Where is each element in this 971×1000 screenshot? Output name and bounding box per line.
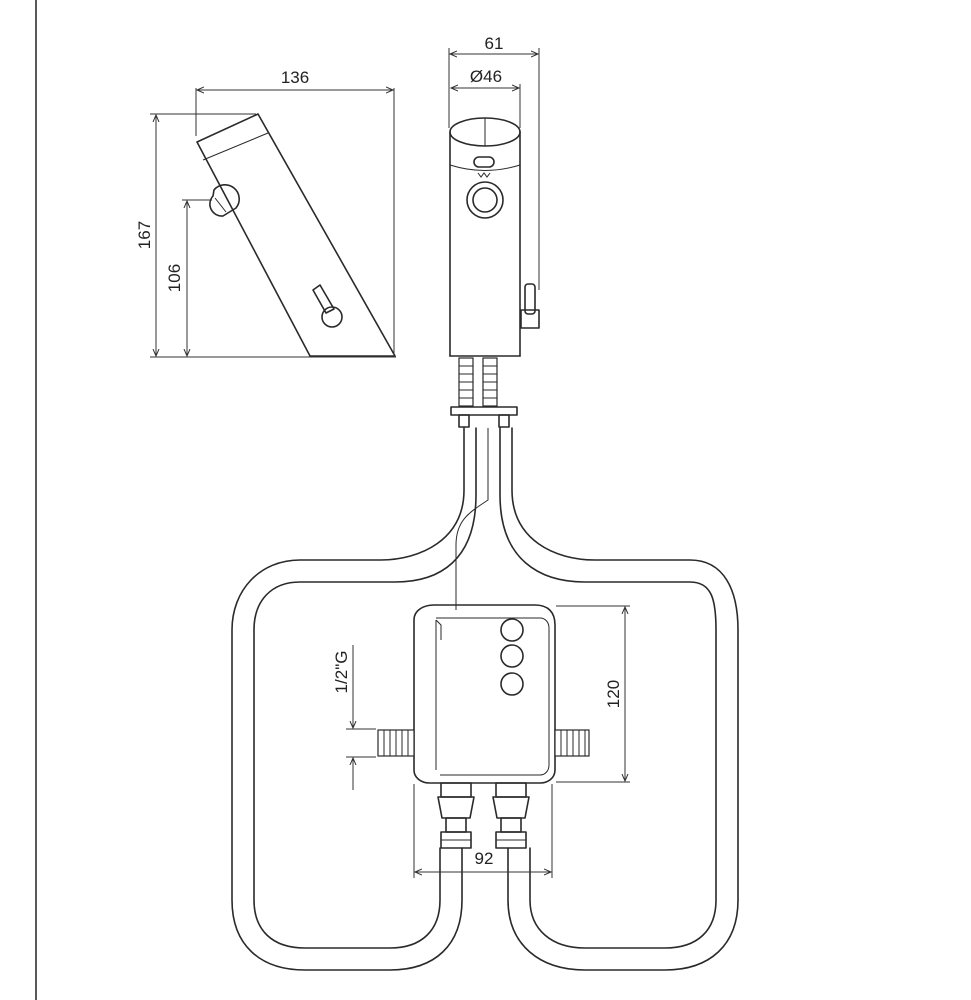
label-box-width: 92 bbox=[475, 849, 494, 868]
label-sensor-height: 106 bbox=[165, 264, 184, 292]
label-front-width: 61 bbox=[485, 34, 504, 53]
dimension-front-diameter bbox=[451, 84, 521, 128]
dimension-box-height bbox=[556, 605, 630, 783]
faucet-side-view bbox=[196, 113, 396, 357]
dimension-front-width bbox=[448, 48, 540, 290]
dimension-side-height bbox=[150, 113, 396, 358]
dimension-box-width bbox=[413, 784, 553, 878]
supply-hoses bbox=[231, 427, 739, 971]
dimension-thread bbox=[346, 645, 376, 790]
label-front-diameter: Ø46 bbox=[470, 67, 502, 86]
label-thread: 1/2"G bbox=[332, 651, 351, 694]
faucet-front-view bbox=[449, 117, 540, 428]
label-side-width: 136 bbox=[281, 68, 309, 87]
label-side-height: 167 bbox=[135, 221, 154, 249]
label-box-height: 120 bbox=[604, 680, 623, 708]
dimension-sensor-height bbox=[182, 199, 212, 356]
dimension-side-width bbox=[195, 88, 395, 356]
control-box bbox=[377, 604, 590, 849]
